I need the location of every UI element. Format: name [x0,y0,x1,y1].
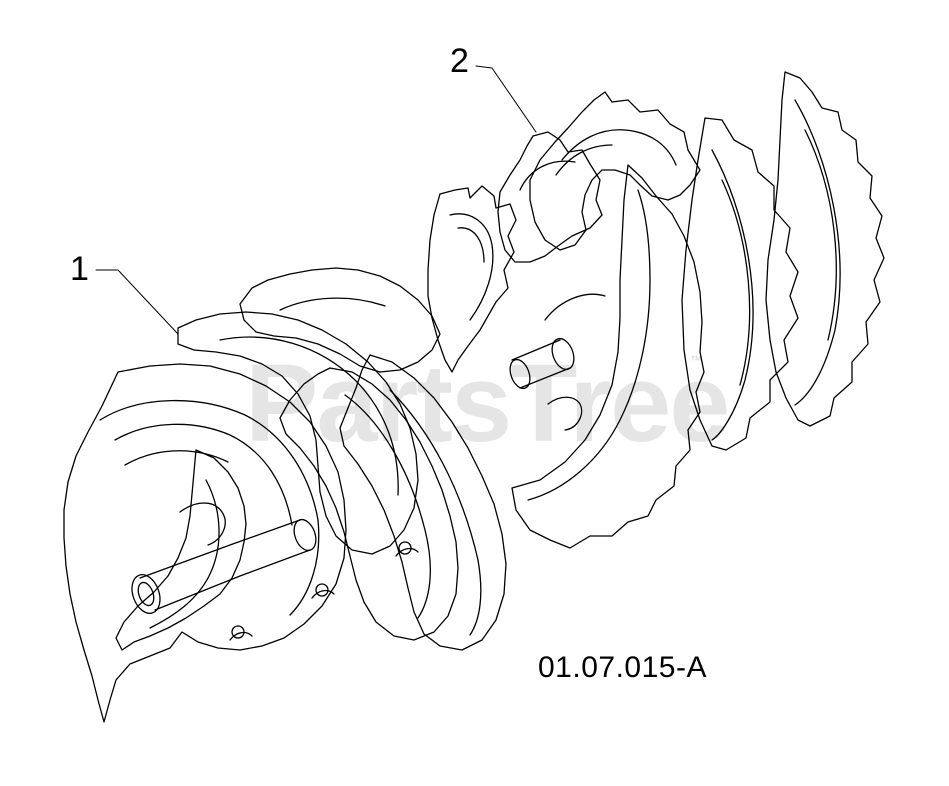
tine-blade [239,267,441,373]
tine-assembly-2 [427,71,885,549]
tine-blade [497,131,603,263]
tine-blade [339,354,507,651]
tine-blade [115,449,247,651]
shaft-end [131,574,161,614]
tine-blade [279,367,459,641]
leader-line-2 [475,65,537,133]
tine-blade [765,71,885,427]
tine-blade [681,117,799,451]
watermark: PartsTree [245,342,730,465]
tine-blade [427,185,517,373]
diagram-part-number: 01.07.015-A [538,651,707,684]
callout-label-2: 2 [450,42,469,80]
tine-blade [63,363,347,723]
tine-assembly-1 [63,267,507,723]
leader-line-1 [95,269,179,335]
shaft-end [509,358,531,390]
shaft [139,519,311,611]
tine-blade [529,91,701,251]
bolt [315,583,329,597]
tine-blade [177,311,419,555]
tine-blade [511,164,705,549]
watermark-trademark: ™ [690,353,702,367]
callout-label-1: 1 [70,250,89,288]
